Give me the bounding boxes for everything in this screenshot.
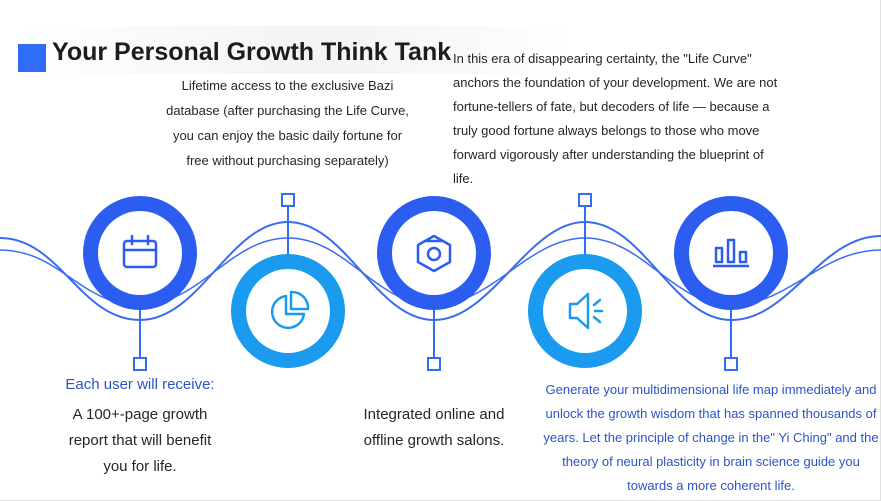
item-3-text: Integrated online and offline growth sal…	[363, 406, 505, 449]
title-accent-bar	[18, 44, 46, 72]
step-circle-1	[83, 196, 197, 310]
marker-1	[133, 357, 147, 371]
hexagon-ring-icon	[416, 234, 452, 273]
step-circle-5	[674, 196, 788, 310]
page-title: Your Personal Growth Think Tank	[52, 38, 452, 66]
intro-paragraph: In this era of disappearing certainty, t…	[453, 51, 778, 186]
item-1-text: A 100+-page growth report that will bene…	[68, 406, 212, 475]
wave-line-outer	[0, 220, 881, 322]
marker-3	[427, 357, 441, 371]
marker-4	[578, 193, 592, 207]
marker-5	[724, 357, 738, 371]
calendar-icon	[122, 234, 158, 269]
item-1-heading: Each user will receive:	[65, 376, 215, 393]
connectors	[139, 206, 732, 358]
speaker-icon	[568, 292, 604, 330]
pie-chart-icon	[270, 290, 310, 330]
bar-chart-icon	[713, 238, 749, 268]
step-circle-3	[377, 196, 491, 310]
item-2-text: Lifetime access to the exclusive Bazi da…	[166, 78, 409, 168]
item-4-text: Generate your multidimensional life map …	[543, 382, 879, 493]
step-circle-2	[231, 254, 345, 368]
title-background	[16, 26, 576, 74]
step-circle-4	[528, 254, 642, 368]
marker-2	[281, 193, 295, 207]
connector-markers	[133, 193, 738, 371]
